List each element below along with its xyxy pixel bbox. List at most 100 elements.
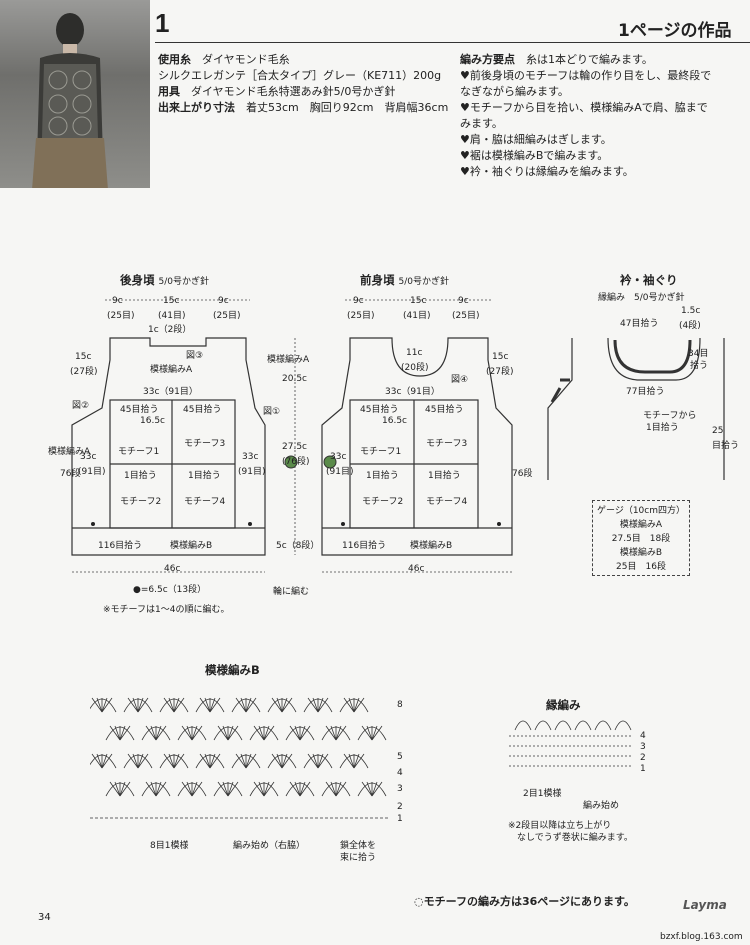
note-line: みます。 (460, 117, 503, 130)
model-photo (0, 0, 150, 188)
height-275: 27.5c (282, 442, 307, 452)
height-205: 20.5c (282, 374, 307, 384)
front-top-25-r: (25目) (452, 311, 480, 321)
front-left-33c: 33c (330, 452, 347, 462)
back-left-33c: 33c (80, 452, 97, 462)
pattern-b-row-5: 5 (397, 752, 403, 762)
pattern-b-row-3: 3 (397, 784, 403, 794)
front-total-width: 46c (408, 564, 425, 574)
round-note: 輪に編む (273, 587, 310, 597)
gauge-a-val: 27.5目 18段 (611, 534, 671, 544)
front-bottom-pattern: 模様編みB (410, 541, 453, 551)
collar-pick77: 77目拾う (626, 387, 665, 397)
fig1-label: 図① (263, 407, 281, 417)
back-top-15c: 15c (163, 296, 180, 306)
front-width-33: 33c（91目） (385, 387, 440, 397)
pattern-b-title: 模様編みB (205, 663, 260, 677)
back-bottom-pick: 116目拾う (98, 541, 143, 551)
back-right-pattern: 模様編みA (267, 355, 310, 365)
back-right-33c: 33c (242, 452, 259, 462)
front-top-41: (41目) (403, 311, 431, 321)
collar-from-motif: モチーフから (643, 411, 697, 421)
gauge-title: ゲージ（10cm四方） (597, 506, 685, 516)
front-pick1b: 1目拾う (428, 471, 461, 481)
back-side-27: (27段) (70, 367, 98, 377)
front-outline (321, 337, 513, 556)
fig2-label: 図② (72, 401, 90, 411)
gauge-box: ゲージ（10cm四方） 模様編みA 27.5目 18段 模様編みB 25目 16… (592, 500, 690, 576)
back-outline (71, 337, 266, 556)
back-neck: 1c（2段） (148, 325, 192, 335)
materials-block: 使用糸 ダイヤモンド毛糸 シルクエレガンテ［合太タイプ］グレー（KE711）20… (158, 52, 458, 116)
edging-title: 縁編み (546, 698, 581, 712)
notes-title: 編み方要点 (460, 53, 515, 66)
collar-25: 25 (712, 426, 724, 436)
front-top-9c-r: 9c (458, 296, 469, 306)
gauge-b: 模様編みB (619, 548, 663, 558)
front-motif2: モチーフ2 (362, 497, 404, 507)
front-neck-20: (20段) (401, 363, 429, 373)
back-total-width: 46c (164, 564, 181, 574)
collar-title: 衿・袖ぐり (620, 273, 678, 287)
pattern-b-row-2: 2 (397, 802, 403, 812)
motif-reference: ◌モチーフの編み方は36ページにあります。 (414, 895, 635, 908)
collar-row4: (4段) (679, 321, 701, 331)
pattern-b-chart (90, 697, 390, 819)
back-top-9c-r: 9c (218, 296, 229, 306)
collar-pick34b: 拾う (690, 361, 709, 371)
front-165: 16.5c (382, 416, 407, 426)
back-pick1b: 1目拾う (188, 471, 221, 481)
height-5: 5c（8段） (276, 541, 320, 551)
schematic-lines (71, 299, 725, 573)
back-dot-note: ●=6.5c（13段） (133, 585, 207, 595)
yarn-detail: シルクエレガンテ［合太タイプ］グレー（KE711）200g (158, 69, 442, 82)
back-top-25-r: (25目) (213, 311, 241, 321)
front-pick1a: 1目拾う (366, 471, 399, 481)
pattern-b-bundle-b: 束に拾う (340, 853, 377, 863)
collar-sub: 縁編み 5/0号かぎ針 (598, 293, 685, 303)
back-motif1: モチーフ1 (118, 447, 160, 457)
back-top-41: (41目) (158, 311, 186, 321)
collar-pick34: 34目 (688, 349, 709, 359)
note-line: ♥モチーフから目を拾い、模様編みAで肩、脇まで (460, 101, 708, 114)
front-right-76: 76段 (512, 469, 533, 479)
fig3-label: 図③ (186, 351, 204, 361)
motif-ref-icon: ◌ (414, 895, 424, 908)
pattern-b-start: 編み始め（右脇） (233, 841, 306, 851)
edging-row-4: 4 (640, 731, 646, 741)
front-bottom-pick: 116目拾う (342, 541, 387, 551)
size-detail: 着丈53cm 胸回り92cm 背肩幅36cm (246, 101, 449, 114)
front-title: 前身頃 5/0号かぎ針 (360, 273, 450, 287)
note-line: ♥前後身頃のモチーフは輪の作り目をし、最終段で (460, 69, 712, 82)
front-side-15c: 15c (492, 352, 509, 362)
note-line: ♥裾は模様編みBで編みます。 (460, 149, 609, 162)
back-side-15c: 15c (75, 352, 92, 362)
gauge-b-val: 25目 16段 (616, 562, 666, 572)
edging-note-a: ※2段目以降は立ち上がり (508, 821, 612, 831)
back-bottom-pattern: 模様編みB (170, 541, 213, 551)
back-motif3: モチーフ3 (184, 439, 226, 449)
back-pick45a: 45目拾う (120, 405, 159, 415)
front-motif3: モチーフ3 (426, 439, 468, 449)
front-left-91: (91目) (326, 467, 354, 477)
pattern-b-bundle-a: 鎖全体を (340, 841, 377, 851)
note-line: ♥衿・袖ぐりは縁編みを編みます。 (460, 165, 634, 178)
back-left-pattern: 模様編みA (48, 447, 91, 457)
front-motif4: モチーフ4 (426, 497, 468, 507)
model-figure-image (32, 13, 108, 188)
back-top-9c: 9c (112, 296, 123, 306)
collar-15: 1.5c (681, 306, 701, 316)
front-top-25: (25目) (347, 311, 375, 321)
edging-repeat: 2目1模様 (523, 789, 562, 799)
back-top-25: (25目) (107, 311, 135, 321)
height-76: (76段) (282, 457, 310, 467)
yarn-label: 使用糸 (158, 53, 191, 66)
header-rule (155, 42, 750, 43)
publisher-logo: Layma (683, 898, 727, 912)
site-watermark: bzxf.blog.163.com (660, 932, 743, 942)
front-pick45a: 45目拾う (360, 405, 399, 415)
edging-row-1: 1 (640, 764, 646, 774)
back-left-91: (91目) (78, 467, 106, 477)
front-neck-11: 11c (406, 348, 423, 358)
collar-outline (547, 337, 725, 480)
